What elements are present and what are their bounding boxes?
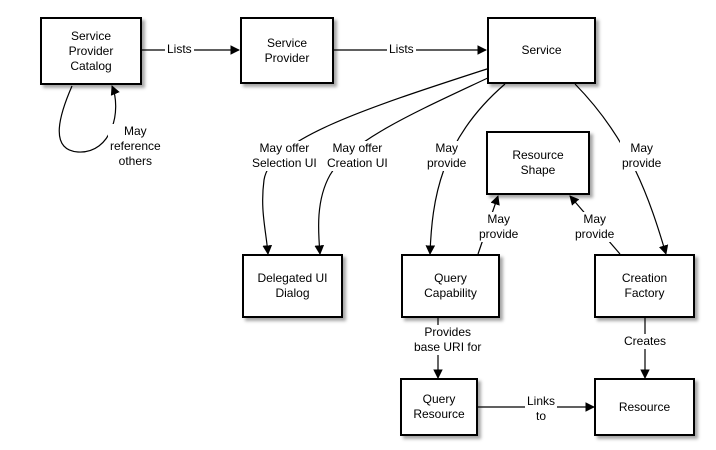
edge-label-may-reference-others: May reference others xyxy=(108,124,163,169)
edge-label-base-uri: Provides base URI for xyxy=(412,325,484,355)
edge-label-creates: Creates xyxy=(622,334,669,349)
edge-label-catalog-lists: Lists xyxy=(165,42,194,57)
service-node: Service xyxy=(487,17,596,84)
service-provider-node: Service Provider xyxy=(240,17,334,84)
creation-factory-node: Creation Factory xyxy=(594,254,695,318)
resource-shape-node: Resource Shape xyxy=(486,131,590,195)
edge-catalog-self-reference xyxy=(58,85,120,153)
edge-label-provider-lists: Lists xyxy=(387,42,416,57)
query-capability-node: Query Capability xyxy=(401,254,500,318)
edge-label-service-query-capability: May provide xyxy=(425,141,469,171)
edge-label-qc-shape: May provide xyxy=(477,212,521,242)
edge-label-service-creation-factory: May provide xyxy=(620,141,664,171)
resource-node: Resource xyxy=(594,378,695,436)
query-resource-node: Query Resource xyxy=(400,378,478,436)
service-provider-catalog-node: Service Provider Catalog xyxy=(40,17,142,85)
edge-label-selection-ui: May offer Selection UI xyxy=(250,141,319,171)
edge-label-creation-ui: May offer Creation UI xyxy=(325,141,390,171)
edge-label-links-to: Links to xyxy=(525,394,558,424)
delegated-ui-dialog-node: Delegated UI Dialog xyxy=(242,254,343,318)
edge-label-cf-shape: May provide xyxy=(573,212,617,242)
